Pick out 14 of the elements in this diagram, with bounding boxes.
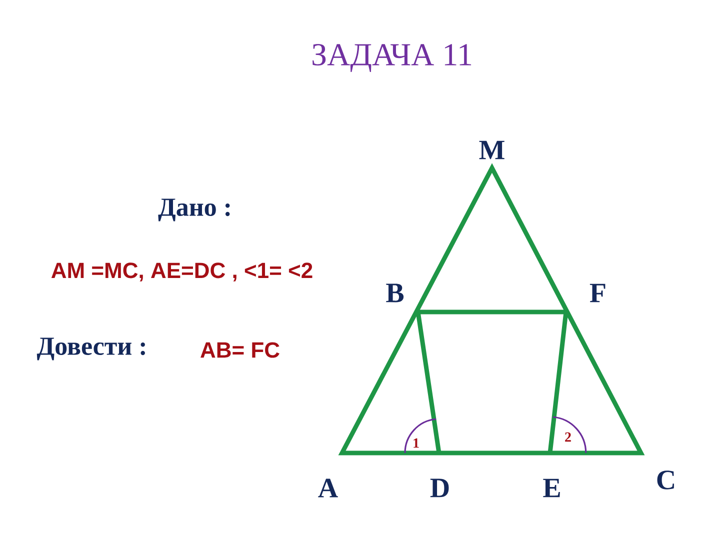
vertex-label: C bbox=[657, 470, 674, 490]
vertex-label: M bbox=[479, 140, 504, 160]
given-heading: Дано : bbox=[158, 198, 230, 222]
vertex-label: D bbox=[430, 478, 449, 498]
angle-number: 1 bbox=[414, 438, 419, 448]
given-condition: AM =MC, AE=DC , <1= <2 bbox=[51, 262, 312, 282]
vertex-label: F bbox=[590, 284, 606, 302]
angle-number: 2 bbox=[565, 432, 571, 442]
title: ЗАДАЧА 11 bbox=[312, 44, 472, 72]
vertex-label: E bbox=[543, 478, 560, 498]
vertex-label: B bbox=[386, 284, 404, 302]
prove-statement: AB= FC bbox=[200, 342, 280, 358]
prove-heading: Довести : bbox=[36, 338, 145, 360]
vertex-label: A bbox=[318, 478, 338, 498]
